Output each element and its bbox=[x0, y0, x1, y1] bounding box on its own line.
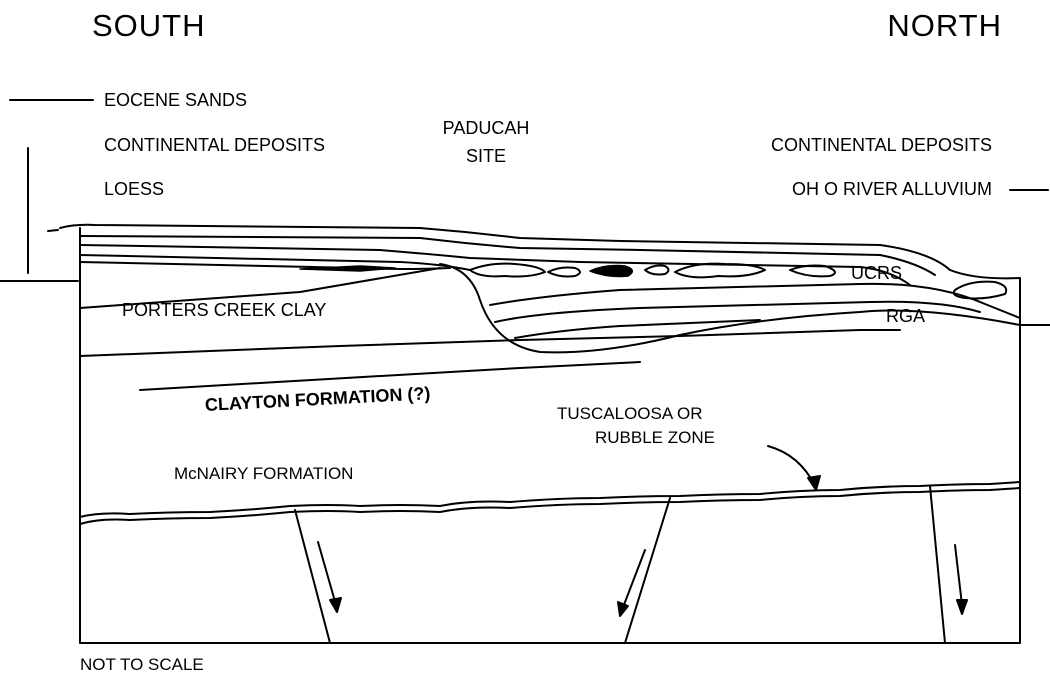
fault-arrow-central bbox=[618, 550, 645, 616]
cross-section-frame bbox=[80, 228, 1020, 643]
paducah-site-label-line1: PADUCAH bbox=[426, 118, 546, 139]
fault-arrow-north bbox=[955, 545, 967, 614]
ucrs-lens-4 bbox=[645, 266, 669, 275]
not-to-scale-label: NOT TO SCALE bbox=[80, 655, 204, 675]
rga-label: RGA bbox=[886, 306, 925, 327]
porters-creek-base-line bbox=[80, 330, 900, 356]
fault-line-central bbox=[625, 498, 670, 643]
ucrs-lens-2 bbox=[548, 268, 580, 277]
left-tick-line bbox=[48, 230, 58, 231]
fault-line-south bbox=[295, 510, 330, 643]
ucrs-lens-1 bbox=[470, 264, 545, 277]
tuscaloosa-upper-line bbox=[80, 482, 1020, 517]
tuscaloosa-label-line2: RUBBLE ZONE bbox=[595, 428, 715, 448]
fault-line-north bbox=[930, 486, 945, 643]
mcnairy-formation-label: McNAIRY FORMATION bbox=[174, 464, 353, 484]
ucrs-lens-black bbox=[590, 266, 632, 277]
eocene-sands-label: EOCENE SANDS bbox=[104, 90, 247, 111]
paducah-site-label-line2: SITE bbox=[426, 146, 546, 167]
continental-deposit-line-1 bbox=[80, 236, 935, 275]
left-continental-deposits-label: CONTINENTAL DEPOSITS bbox=[104, 135, 325, 156]
rubble-zone-leader-arrow bbox=[768, 446, 820, 490]
ucrs-lens-5 bbox=[675, 264, 765, 278]
loess-label: LOESS bbox=[104, 179, 164, 200]
south-label: SOUTH bbox=[92, 8, 206, 44]
porters-creek-clay-label: PORTERS CREEK CLAY bbox=[122, 300, 326, 321]
fault-arrow-south bbox=[318, 542, 341, 612]
tuscaloosa-lower-line bbox=[80, 488, 1020, 524]
right-continental-deposits-label: CONTINENTAL DEPOSITS bbox=[771, 135, 992, 156]
tuscaloosa-label-line1: TUSCALOOSA OR bbox=[557, 404, 702, 424]
ucrs-label: UCRS bbox=[851, 263, 902, 284]
ohio-river-alluvium-label: OH O RIVER ALLUVIUM bbox=[792, 179, 992, 200]
north-label: NORTH bbox=[887, 8, 1002, 44]
